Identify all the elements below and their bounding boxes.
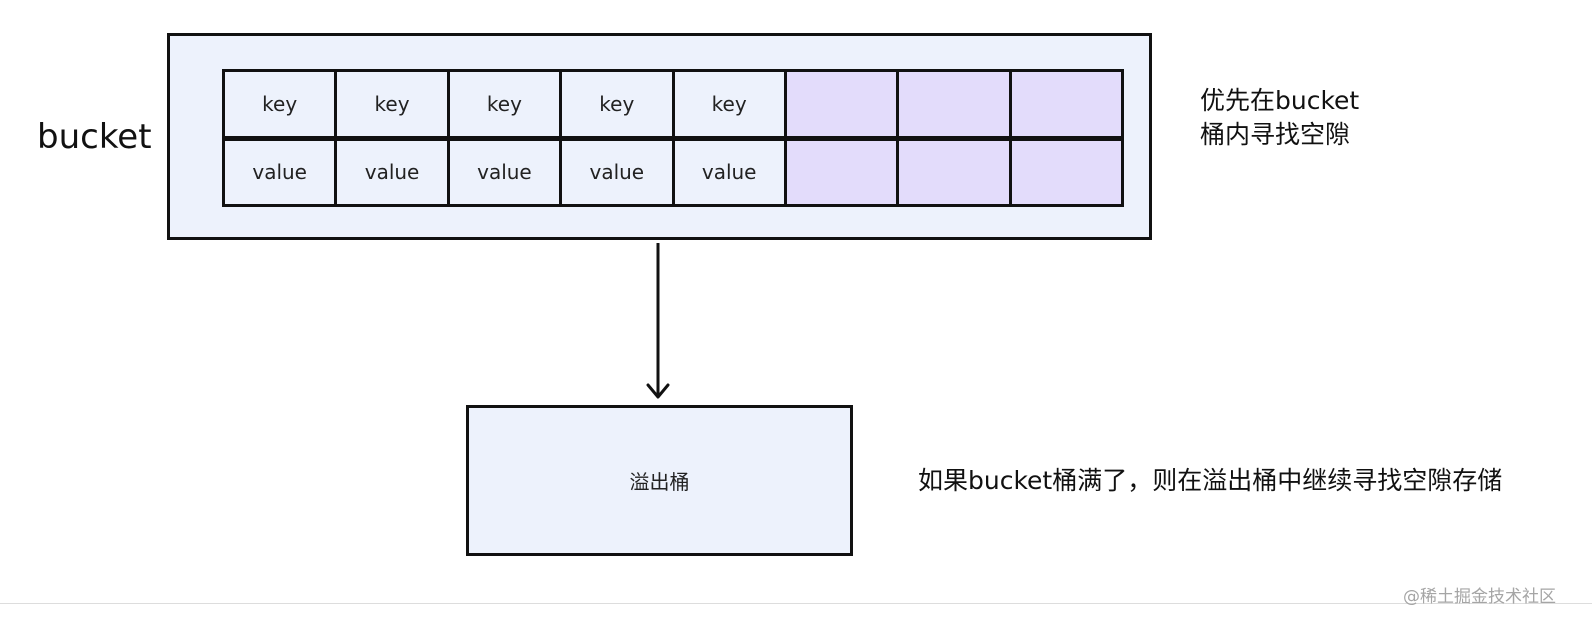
bucket-container: key key key key key value value value va… <box>167 33 1152 240</box>
key-slot-2: key <box>337 72 447 136</box>
value-slot-1: value <box>225 140 335 204</box>
overflow-note: 如果bucket桶满了，则在溢出桶中继续寻找空隙存储 <box>918 466 1503 495</box>
watermark: @稀土掘金技术社区 <box>1403 587 1556 607</box>
value-slot-3: value <box>449 140 560 204</box>
bucket-note-line-1: 优先在bucket <box>1200 86 1360 115</box>
key-slot-5: key <box>674 72 784 136</box>
value-slot-4: value <box>562 140 672 204</box>
empty-value-slot-7 <box>899 140 1009 204</box>
arrow-head-icon <box>646 383 670 399</box>
value-slot-2: value <box>337 140 447 204</box>
bucket-label: bucket <box>37 117 152 157</box>
empty-value-slot-6 <box>786 140 897 204</box>
bucket-slot-grid: key key key key key value value value va… <box>222 69 1124 207</box>
empty-key-slot-6 <box>786 72 897 136</box>
key-slot-4: key <box>562 72 672 136</box>
value-slot-5: value <box>674 140 784 204</box>
overflow-bucket: 溢出桶 <box>466 405 853 556</box>
bucket-note: 优先在bucket 桶内寻找空隙 <box>1200 84 1359 152</box>
empty-key-slot-7 <box>899 72 1009 136</box>
bottom-divider <box>0 603 1592 604</box>
empty-key-slot-8 <box>1011 72 1121 136</box>
bucket-note-line-2: 桶内寻找空隙 <box>1200 120 1351 149</box>
key-slot-3: key <box>449 72 560 136</box>
key-slot-1: key <box>225 72 335 136</box>
empty-value-slot-8 <box>1011 140 1121 204</box>
overflow-bucket-label: 溢出桶 <box>629 470 690 494</box>
